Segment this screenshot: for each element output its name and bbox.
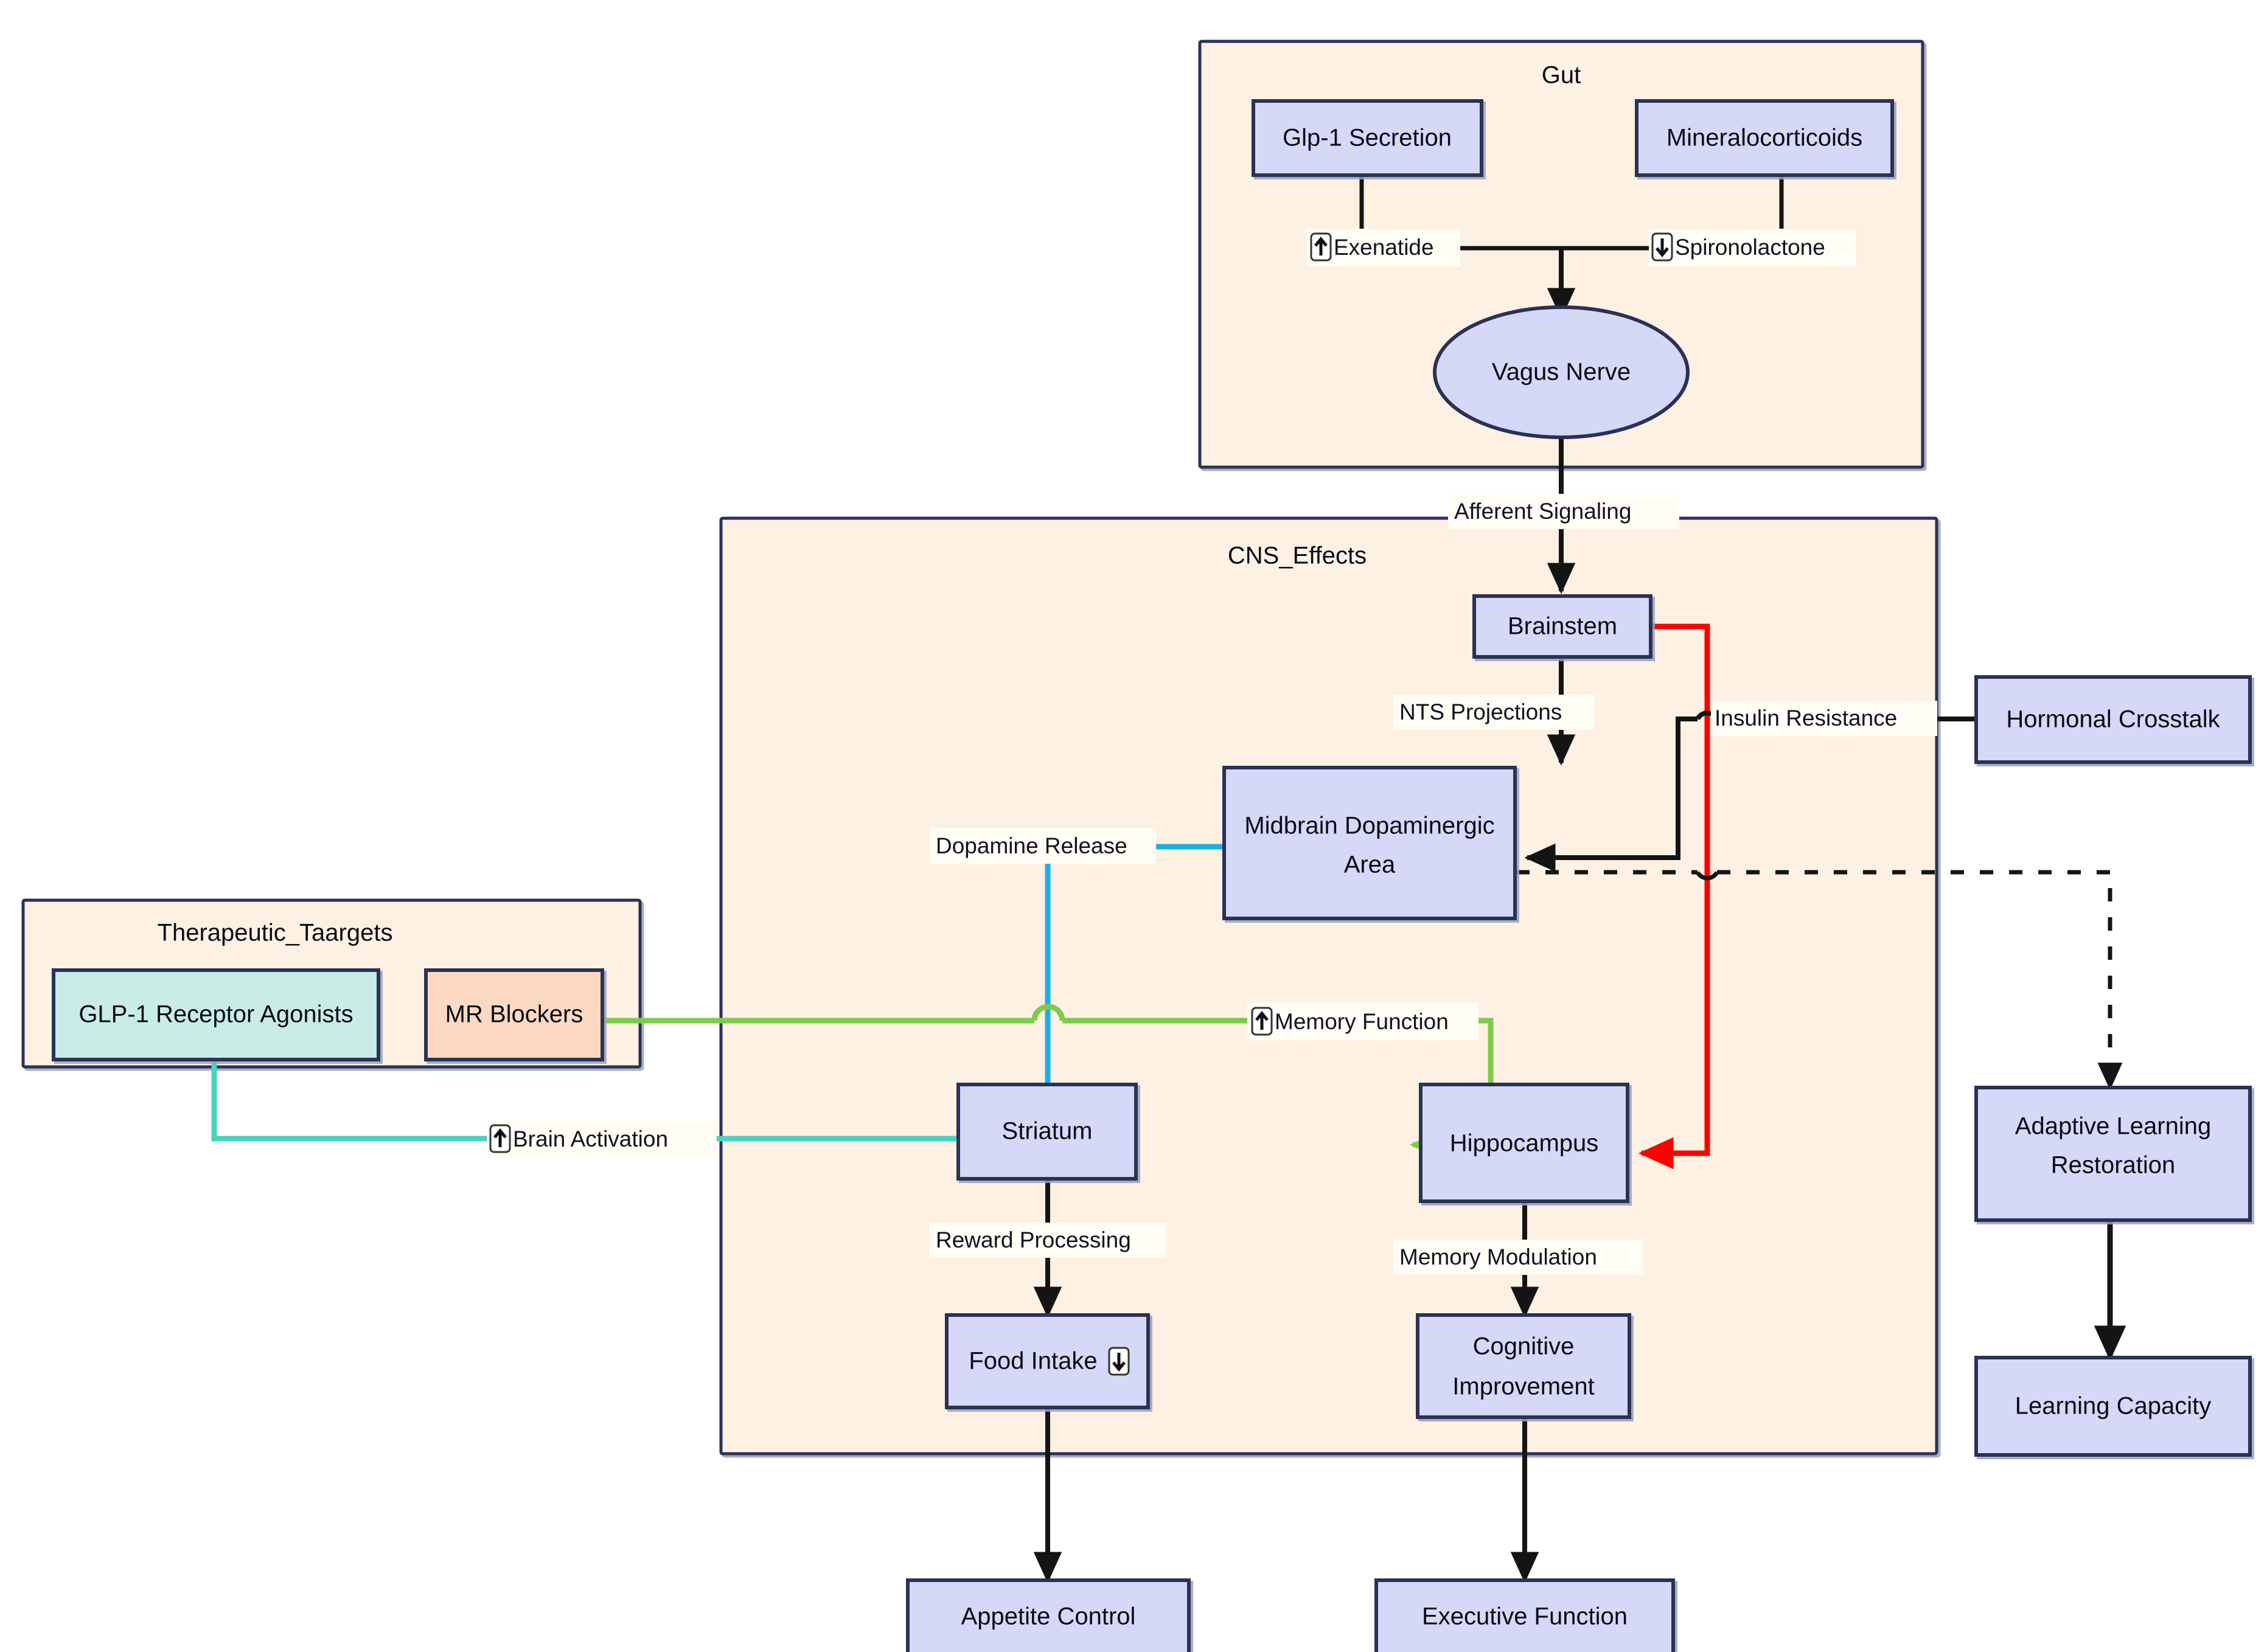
- edge-label-brain-activation: Brain Activation: [487, 1120, 717, 1158]
- edge-label-text-insulin: Insulin Resistance: [1715, 706, 1897, 731]
- up-arrow-icon: [1310, 232, 1332, 262]
- edge-insulin-to-midbrain: [1524, 717, 1698, 872]
- node-mr-blockers[interactable]: MR Blockers: [424, 968, 604, 1061]
- node-label-cognitive-line2: Improvement: [1452, 1373, 1594, 1400]
- node-glp1-secretion[interactable]: Glp-1 Secretion: [1252, 99, 1483, 177]
- node-executive-function[interactable]: Executive Function: [1374, 1578, 1675, 1652]
- edge-label-memory-function: Memory Function: [1247, 1002, 1478, 1040]
- edge-label-text-exenatide: Exenatide: [1334, 235, 1434, 260]
- edge-label-text-memory-mod: Memory Modulation: [1399, 1244, 1597, 1269]
- edge-label-dopamine-release: Dopamine Release: [930, 828, 1156, 864]
- node-label-hippocampus: Hippocampus: [1450, 1130, 1599, 1157]
- edge-midbrain-adaptive-dash2: [1717, 870, 2123, 1091]
- node-label-glp1-receptor-agonists: GLP-1 Receptor Agonists: [78, 1001, 353, 1028]
- edge-glp1-striatum-teal: [211, 1060, 1003, 1155]
- node-hippocampus[interactable]: Hippocampus: [1419, 1083, 1629, 1203]
- edge-brainstem-hippocampus-red: [1638, 623, 1710, 1170]
- edge-label-reward-processing: Reward Processing: [930, 1223, 1166, 1258]
- node-adaptive-learning-restoration[interactable]: Adaptive Learning Restoration: [1974, 1086, 2252, 1222]
- node-label-mr-blockers: MR Blockers: [445, 1001, 583, 1028]
- node-learning-capacity[interactable]: Learning Capacity: [1974, 1356, 2252, 1457]
- up-arrow-icon: [1251, 1007, 1273, 1036]
- edge-label-text-dopamine: Dopamine Release: [936, 833, 1127, 858]
- node-glp1-receptor-agonists[interactable]: GLP-1 Receptor Agonists: [52, 968, 380, 1061]
- node-label-food-intake: Food Intake: [969, 1348, 1097, 1375]
- up-arrow-icon: [489, 1124, 511, 1153]
- node-label-midbrain-line1: Midbrain Dopaminergic: [1244, 813, 1494, 839]
- node-label-midbrain-line2: Area: [1344, 852, 1396, 878]
- node-mineralocorticoids[interactable]: Mineralocorticoids: [1635, 99, 1894, 177]
- down-arrow-icon: [1108, 1347, 1130, 1376]
- edge-label-text-reward: Reward Processing: [936, 1227, 1131, 1252]
- edge-label-text-brain-activation: Brain Activation: [513, 1126, 668, 1151]
- edge-label-text-afferent: Afferent Signaling: [1454, 499, 1631, 524]
- node-label-hormonal-crosstalk: Hormonal Crosstalk: [2006, 706, 2220, 733]
- node-label-adaptive-line2: Restoration: [2051, 1152, 2176, 1179]
- node-hormonal-crosstalk[interactable]: Hormonal Crosstalk: [1974, 675, 2252, 764]
- edge-mr-green-hop-arc: [1031, 1004, 1065, 1021]
- edge-label-text-spironolactone: Spironolactone: [1675, 235, 1825, 260]
- edge-label-afferent-signaling: Afferent Signaling: [1448, 494, 1679, 529]
- edge-label-spironolactone: Spironolactone: [1649, 229, 1856, 266]
- cluster-label-cns: CNS_Effects: [1228, 543, 1367, 569]
- node-food-intake[interactable]: Food Intake: [945, 1313, 1150, 1409]
- node-label-brainstem: Brainstem: [1508, 613, 1617, 640]
- edge-label-insulin-resistance: Insulin Resistance: [1711, 701, 1937, 736]
- node-midbrain-dopaminergic-area[interactable]: Midbrain Dopaminergic Area: [1222, 766, 1517, 920]
- node-label-vagus-nerve: Vagus Nerve: [1492, 359, 1631, 386]
- node-label-learning-capacity: Learning Capacity: [2015, 1393, 2211, 1420]
- edge-dash-hop-arc: [1695, 871, 1719, 881]
- cluster-label-therapeutic: Therapeutic_Taargets: [158, 920, 393, 946]
- node-cognitive-improvement[interactable]: Cognitive Improvement: [1416, 1313, 1631, 1419]
- node-label-mineralocorticoids: Mineralocorticoids: [1666, 125, 1862, 151]
- edge-label-exenatide: Exenatide: [1307, 229, 1460, 266]
- node-label-glp1-secretion: Glp-1 Secretion: [1283, 125, 1452, 151]
- node-brainstem[interactable]: Brainstem: [1472, 594, 1652, 659]
- node-label-striatum: Striatum: [1002, 1118, 1093, 1145]
- node-label-adaptive-line1: Adaptive Learning: [2015, 1113, 2211, 1140]
- edge-label-text-memory-function: Memory Function: [1275, 1009, 1449, 1034]
- edge-label-nts-projections: NTS Projections: [1393, 695, 1594, 730]
- cluster-label-gut: Gut: [1542, 62, 1581, 89]
- down-arrow-icon: [1651, 232, 1673, 262]
- node-appetite-control[interactable]: Appetite Control: [906, 1578, 1191, 1652]
- node-label-cognitive-line1: Cognitive: [1473, 1333, 1575, 1360]
- node-label-executive-function: Executive Function: [1422, 1603, 1628, 1630]
- edge-label-text-nts: NTS Projections: [1399, 699, 1562, 724]
- cluster-cns: CNS_Effects: [719, 516, 1938, 1456]
- node-label-appetite-control: Appetite Control: [961, 1603, 1136, 1630]
- edge-label-memory-modulation: Memory Modulation: [1393, 1240, 1643, 1275]
- node-vagus-nerve[interactable]: Vagus Nerve: [1433, 305, 1690, 439]
- node-striatum[interactable]: Striatum: [956, 1083, 1138, 1181]
